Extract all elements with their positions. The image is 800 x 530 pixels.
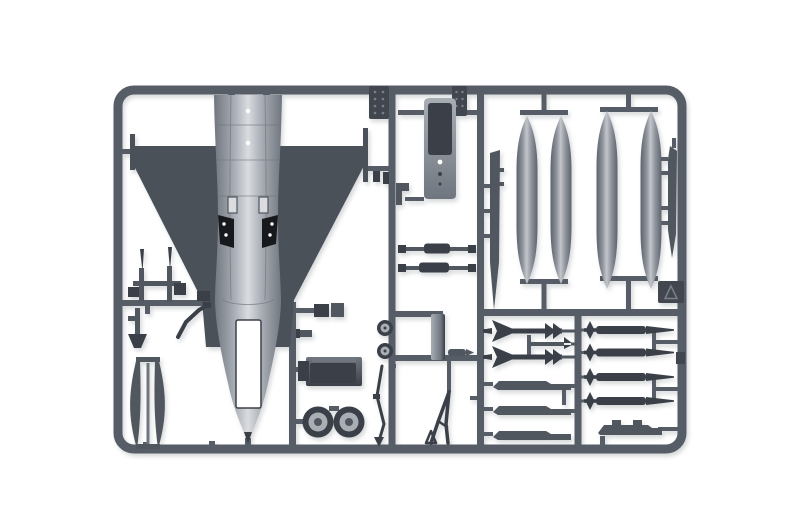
cockpit-tub-part <box>424 98 456 199</box>
pylon-2 <box>493 406 571 415</box>
main-wheel-2 <box>333 406 365 438</box>
cross-fin-missile-2 <box>584 343 674 362</box>
ejection-seat <box>298 357 362 386</box>
sprue-frame <box>113 85 687 454</box>
cockpit-opening <box>235 319 262 409</box>
knurled-pad-a <box>369 86 389 119</box>
drop-tank-1 <box>516 116 538 284</box>
fuselage-panel-lines <box>216 94 280 305</box>
small-pointed-part <box>448 349 474 356</box>
pylon-1 <box>493 381 571 390</box>
main-gear-strut <box>424 390 451 445</box>
pitot-antenna-cluster <box>128 247 211 348</box>
drop-tank-3 <box>596 111 618 289</box>
triangle-mold-mark <box>658 281 684 303</box>
frame-tab <box>676 352 685 364</box>
fin-blade-left <box>490 150 500 310</box>
linkage-arm <box>176 304 208 339</box>
cross-fin-missile-4 <box>584 392 674 410</box>
gear-cluster <box>373 314 474 447</box>
probe-rod <box>530 337 577 349</box>
fin-blades <box>490 146 677 310</box>
nose-tip <box>244 432 252 444</box>
nose-wheel-1 <box>377 320 393 336</box>
fin-blade-right <box>668 146 677 258</box>
mid-bottom-cluster <box>296 303 365 438</box>
actuator-rods <box>398 243 476 273</box>
pylon-3 <box>493 431 571 440</box>
wingtip-brackets <box>373 171 409 205</box>
wing-root-inserts <box>218 215 278 248</box>
main-wheel-1 <box>302 406 334 438</box>
nose-gear-leg <box>375 364 386 443</box>
wingtip-rail-right <box>363 128 368 182</box>
gear-door-panel <box>431 314 445 360</box>
nose-wheel-2 <box>377 343 393 359</box>
delta-fin-missile-2 <box>483 346 576 368</box>
drop-tank-2 <box>550 116 572 284</box>
pin-mark-2 <box>245 140 251 146</box>
missiles-cross-fin <box>584 321 674 435</box>
drop-tanks <box>516 111 662 289</box>
spine-slots <box>227 196 269 214</box>
pin-mark-1 <box>245 108 251 114</box>
fuselage-spine <box>214 95 282 442</box>
cross-fin-missile-1 <box>584 321 674 339</box>
gear-door-fork <box>130 357 165 449</box>
cross-fin-missile-3 <box>584 368 674 386</box>
wingtip-rail-left <box>130 134 135 170</box>
delta-fin-missile-1 <box>483 320 576 342</box>
missiles-delta-fin <box>483 320 577 440</box>
aircraft-fuselage-part <box>130 94 368 444</box>
drop-tank-4 <box>640 111 662 289</box>
wide-pylon <box>598 420 662 435</box>
